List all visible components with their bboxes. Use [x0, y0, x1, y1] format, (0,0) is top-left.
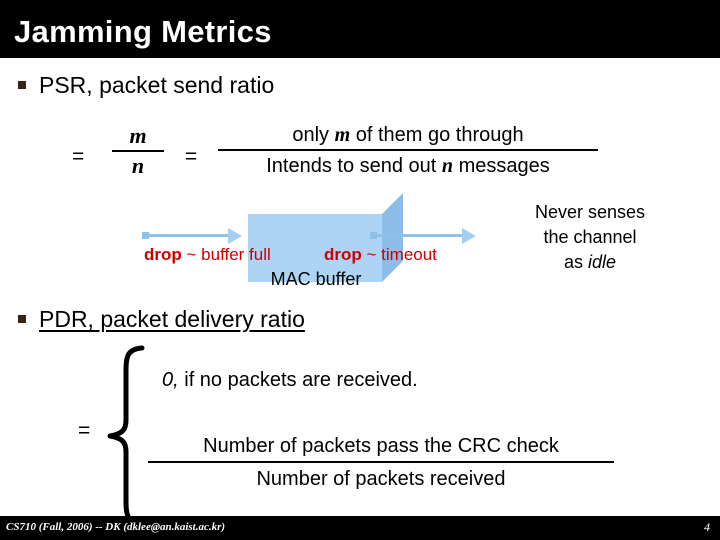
- drop-timeout-reason: ~ timeout: [361, 245, 437, 264]
- psr-verbal-numerator: only m of them go through: [218, 122, 598, 148]
- psr-equals-sign-2: =: [185, 145, 198, 168]
- footer-page-number: 4: [704, 520, 710, 534]
- bullet-item-pdr: PDR, packet delivery ratio: [18, 306, 305, 332]
- footer-course-info: CS710 (Fall, 2006) -- DK (dklee@an.kaist…: [6, 521, 226, 533]
- pdr-fraction: Number of packets pass the CRC check Num…: [148, 432, 614, 493]
- psr-equals-sign-1: =: [72, 145, 85, 168]
- psr-verbal-fraction: only m of them go through Intends to sen…: [218, 122, 598, 179]
- pdr-fraction-denominator: Number of packets received: [256, 468, 506, 490]
- never-senses-line-3: as idle: [466, 250, 714, 275]
- bullet-label-psr: PSR, packet send ratio: [39, 72, 275, 98]
- drop-timeout-keyword: drop: [324, 245, 362, 264]
- drop-buffer-full-label: drop ~ buffer full: [144, 246, 271, 264]
- arrow-shaft: [376, 234, 464, 237]
- bullet-square-icon: [18, 81, 26, 89]
- drop-buffer-full-reason: ~ buffer full: [181, 245, 271, 264]
- bullet-square-icon: [18, 315, 26, 323]
- psr-verbal-numerator-suffix: of them go through: [350, 124, 524, 146]
- psr-verbal-numerator-prefix: only: [292, 124, 335, 146]
- arrow-head-icon: [228, 228, 242, 244]
- bullet-item-psr: PSR, packet send ratio: [18, 72, 274, 98]
- psr-verbal-denominator-var: n: [441, 155, 454, 177]
- psr-fraction-numerator: m: [129, 123, 147, 148]
- pdr-curly-brace-icon: [104, 344, 146, 528]
- mac-buffer-diagram: drop ~ buffer full drop ~ timeout MAC bu…: [138, 192, 498, 292]
- psr-symbolic-fraction: m n: [112, 124, 164, 178]
- arrow-head-icon: [462, 228, 476, 244]
- psr-verbal-fraction-bar: [218, 149, 598, 151]
- arrow-shaft: [148, 234, 230, 237]
- arrow-start-dot-icon: [142, 232, 149, 239]
- footer-bar: [0, 516, 720, 540]
- psr-verbal-denominator-prefix: Intends to send out: [266, 155, 442, 177]
- psr-verbal-numerator-var: m: [334, 124, 351, 146]
- never-senses-line-1: Never senses: [534, 202, 646, 222]
- pdr-case-zero-value: 0,: [162, 369, 179, 391]
- psr-fraction-denominator: n: [131, 153, 145, 178]
- never-senses-idle-word: idle: [587, 252, 617, 272]
- drop-buffer-full-keyword: drop: [144, 245, 182, 264]
- pdr-case-zero: 0, if no packets are received.: [162, 368, 418, 392]
- psr-verbal-denominator: Intends to send out n messages: [218, 153, 598, 179]
- buffer-box-front-face: [248, 214, 382, 282]
- bullet-label-pdr: PDR, packet delivery ratio: [39, 306, 305, 332]
- title-banner: [0, 0, 720, 58]
- outgoing-packets-arrow-icon: [370, 228, 480, 244]
- psr-fraction-bar: [112, 150, 164, 152]
- arrow-start-dot-icon: [370, 232, 377, 239]
- never-senses-line-3-prefix: as: [563, 252, 588, 272]
- never-senses-note: Never senses the channel as idle: [466, 200, 714, 275]
- pdr-equals-sign: =: [78, 419, 91, 442]
- drop-timeout-label: drop ~ timeout: [324, 246, 437, 264]
- pdr-fraction-numerator: Number of packets pass the CRC check: [203, 435, 559, 457]
- psr-verbal-denominator-suffix: messages: [453, 155, 550, 177]
- never-senses-line-2: the channel: [543, 227, 637, 247]
- page-title: Jamming Metrics: [14, 14, 272, 49]
- mac-buffer-caption: MAC buffer: [270, 269, 362, 289]
- incoming-packets-arrow-icon: [142, 228, 242, 244]
- pdr-case-zero-condition: if no packets are received.: [178, 369, 418, 391]
- pdr-fraction-bar: [148, 461, 614, 463]
